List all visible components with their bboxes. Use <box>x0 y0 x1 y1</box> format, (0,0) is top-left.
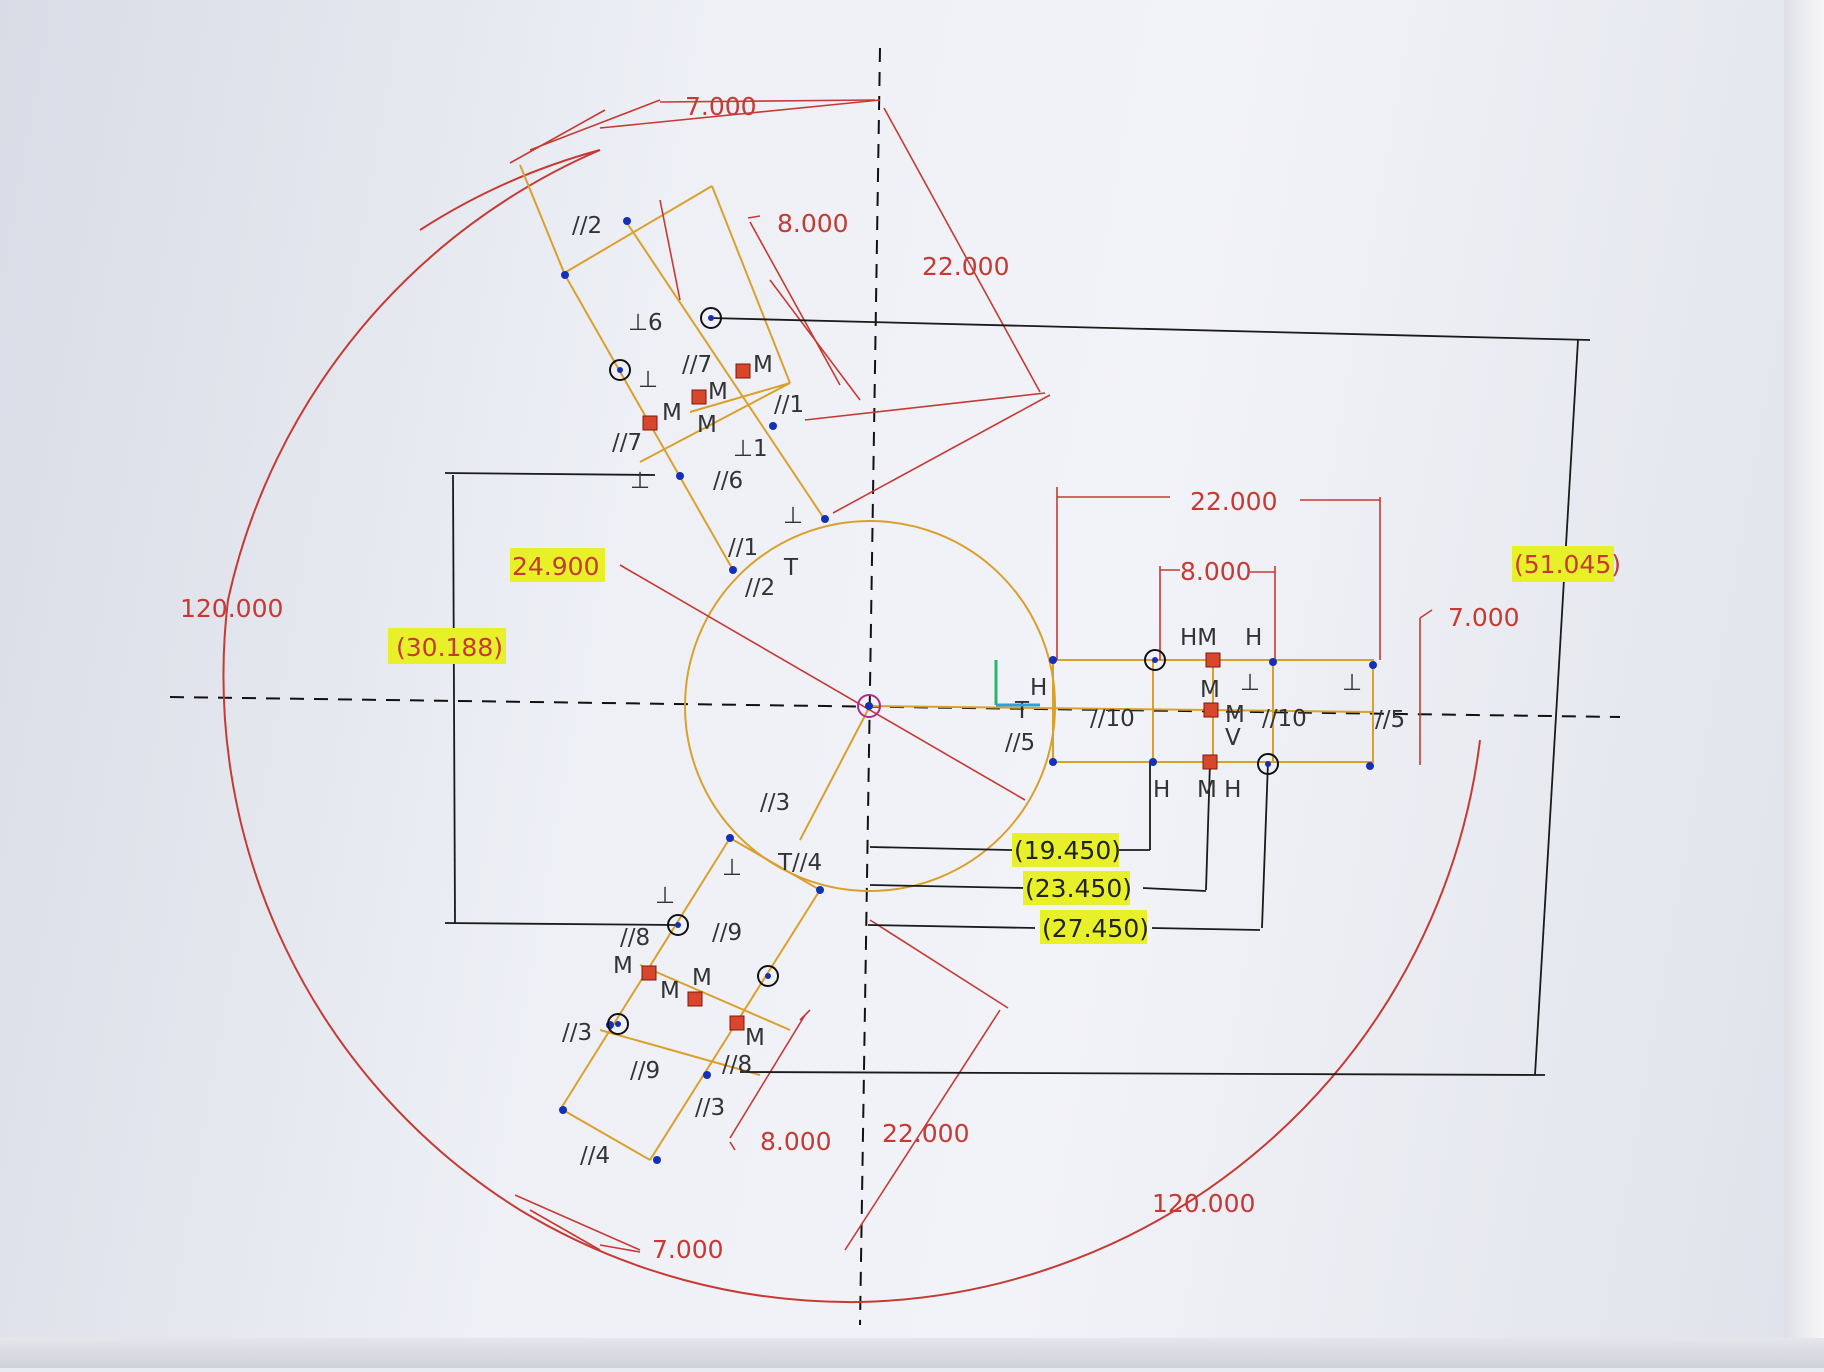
con-bottom-7: M <box>660 978 680 1004</box>
con-top-16: ⊥6 <box>628 310 663 336</box>
dim-22-bottom[interactable]: 22.000 <box>882 1119 969 1148</box>
dim-8-right[interactable]: 8.000 <box>1180 557 1252 586</box>
con-right-9: H <box>1153 777 1170 803</box>
con-top-14: T <box>783 555 799 581</box>
con-right-2: M <box>1200 677 1220 703</box>
dim-27-45[interactable]: (27.450) <box>1042 914 1149 943</box>
con-right-8: //5 <box>1375 707 1405 733</box>
con-top-10: //6 <box>713 468 743 494</box>
con-bottom-4: //8 <box>620 925 650 951</box>
con-right-13: //5 <box>1005 730 1035 756</box>
con-right-3: ⊥ <box>1240 670 1260 696</box>
con-top-7: //7 <box>612 430 642 456</box>
vertical-centerline <box>860 48 880 1325</box>
con-bottom-0: //3 <box>760 790 790 816</box>
bottom-slot-dims <box>515 920 1008 1252</box>
outer-arc-bottom <box>520 740 1480 1302</box>
dim-23-45[interactable]: (23.450) <box>1025 874 1132 903</box>
dim-7-top[interactable]: 7.000 <box>685 92 757 121</box>
con-right-14: V <box>1225 725 1241 751</box>
con-right-11: H <box>1030 675 1047 701</box>
con-top-15: ⊥ <box>783 503 803 529</box>
dim-19-45[interactable]: (19.450) <box>1014 836 1121 865</box>
con-top-3: M <box>708 379 728 405</box>
outer-arc-left <box>223 150 600 1210</box>
con-bottom-11: //9 <box>630 1058 660 1084</box>
monitor-bezel-right <box>1784 0 1824 1368</box>
dim-120-left[interactable]: 120.000 <box>180 594 283 623</box>
con-top-13: //2 <box>745 575 775 601</box>
dim-30-188[interactable]: (30.188) <box>396 633 503 662</box>
dim-7-right[interactable]: 7.000 <box>1448 603 1520 632</box>
con-top-2: M <box>753 352 773 378</box>
dim-22-right[interactable]: 22.000 <box>1190 487 1277 516</box>
con-top-1: //7 <box>682 352 712 378</box>
con-bottom-1: T//4 <box>777 850 822 876</box>
con-bottom-5: //9 <box>712 920 742 946</box>
con-top-8: ⊥ <box>638 367 658 393</box>
con-bottom-8: M <box>692 965 712 991</box>
origin-center <box>865 702 873 710</box>
con-top-5: M <box>697 412 717 438</box>
con-top-12: //1 <box>728 535 758 561</box>
monitor-bezel-bottom <box>0 1338 1824 1368</box>
con-top-6: //1 <box>774 392 804 418</box>
dim-7-bottom[interactable]: 7.000 <box>652 1235 724 1264</box>
dim-51-045[interactable]: (51.045) <box>1514 550 1621 579</box>
dim-24-9[interactable]: 24.900 <box>512 552 599 581</box>
con-right-10: M H <box>1197 777 1241 803</box>
dim-8-top[interactable]: 8.000 <box>777 209 849 238</box>
radius-dim-line <box>620 565 1025 800</box>
con-top-11: ⊥ <box>630 468 650 494</box>
con-top-0: //2 <box>572 213 602 239</box>
con-bottom-6: M <box>613 953 633 979</box>
con-right-6: //10 <box>1090 706 1135 732</box>
con-top-9: ⊥1 <box>733 436 768 462</box>
dim-22-top[interactable]: 22.000 <box>922 252 1009 281</box>
dim-8-bottom[interactable]: 8.000 <box>760 1127 832 1156</box>
con-right-0: HM <box>1180 625 1217 651</box>
con-bottom-10: //3 <box>562 1020 592 1046</box>
con-bottom-3: ⊥ <box>655 883 675 909</box>
con-top-4: M <box>662 400 682 426</box>
con-right-4: ⊥ <box>1342 670 1362 696</box>
con-bottom-9: M <box>745 1025 765 1051</box>
dim-120-bottom[interactable]: 120.000 <box>1152 1189 1255 1218</box>
con-bottom-13: //3 <box>695 1095 725 1121</box>
con-right-12: T <box>1014 698 1030 724</box>
con-right-1: H <box>1245 625 1262 651</box>
con-bottom-14: //4 <box>580 1143 610 1169</box>
con-right-7: //10 <box>1262 706 1307 732</box>
con-bottom-2: ⊥ <box>722 855 742 881</box>
con-bottom-12: //8 <box>722 1052 752 1078</box>
